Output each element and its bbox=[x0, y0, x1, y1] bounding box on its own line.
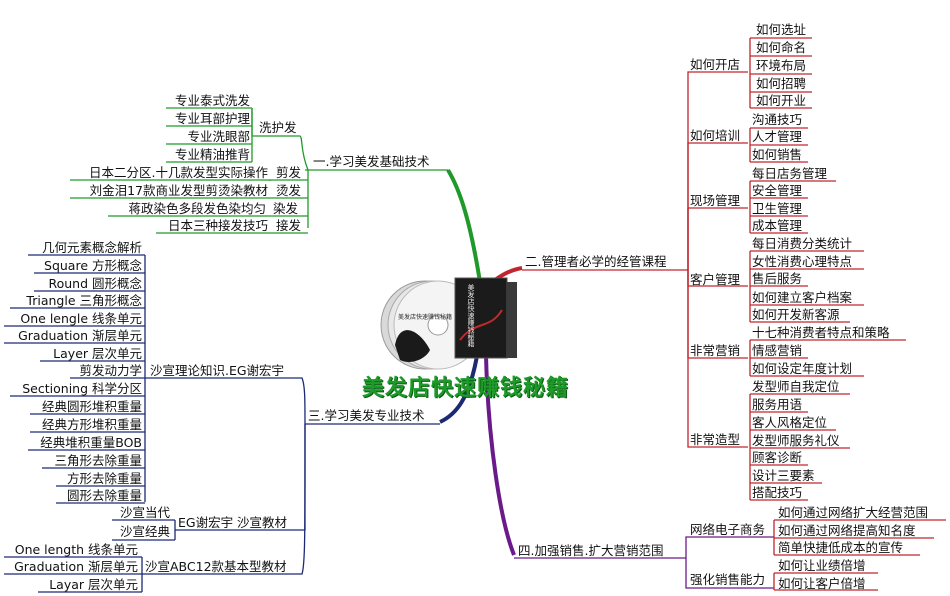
training-item[interactable]: 人才管理 bbox=[752, 129, 803, 144]
branch-connector-b4 bbox=[484, 354, 516, 556]
wash-item[interactable]: 专业耳部护理 bbox=[174, 111, 250, 126]
theory-item[interactable]: 三角形去除重量 bbox=[54, 453, 142, 468]
eg-item[interactable]: 沙宣经典 bbox=[119, 524, 170, 539]
styling-item[interactable]: 发型师服务礼仪 bbox=[752, 433, 840, 448]
customer-item[interactable]: 每日消费分类统计 bbox=[752, 236, 853, 251]
theory-item[interactable]: Square 方形概念 bbox=[44, 258, 142, 273]
topic-training[interactable]: 如何培训 bbox=[690, 128, 741, 143]
topic-perm[interactable]: 烫发 bbox=[276, 183, 302, 198]
topic-sales[interactable]: 强化销售能力 bbox=[690, 572, 766, 587]
wash-item[interactable]: 专业洗眼部 bbox=[187, 129, 250, 144]
topic-cut[interactable]: 剪发 bbox=[276, 165, 302, 180]
marketing-item[interactable]: 如何设定年度计划 bbox=[752, 361, 853, 376]
cut-item[interactable]: 日本二分区.十几款发型实际操作 bbox=[89, 165, 268, 180]
topic-styling[interactable]: 非常造型 bbox=[690, 432, 741, 447]
sales-item[interactable]: 如何让客户倍增 bbox=[778, 576, 866, 591]
theory-item[interactable]: 经典圆形堆积重量 bbox=[41, 399, 142, 414]
theory-item[interactable]: 经典方形堆积重量 bbox=[41, 417, 142, 432]
ecommerce-item[interactable]: 简单快捷低成本的宣传 bbox=[778, 540, 904, 555]
open-store-item[interactable]: 环境布局 bbox=[756, 58, 807, 73]
open-store-item[interactable]: 如何选址 bbox=[756, 22, 807, 37]
ecommerce-item[interactable]: 如何通过网络提高知名度 bbox=[778, 523, 916, 538]
styling-item[interactable]: 搭配技巧 bbox=[752, 485, 803, 500]
dye-item[interactable]: 蒋政染色多段发色染均匀 bbox=[128, 201, 266, 216]
branch-connector-b1 bbox=[446, 168, 482, 283]
open-store-item[interactable]: 如何命名 bbox=[756, 40, 807, 55]
disc-label: 美发店快速赚钱秘籍 bbox=[398, 314, 453, 321]
marketing-item[interactable]: 十七种消费者特点和策略 bbox=[752, 325, 890, 340]
topic-theory[interactable]: 沙宣理论知识.EG谢宏宇 bbox=[150, 363, 285, 378]
branch-label-b2[interactable]: 二.管理者必学的经管课程 bbox=[525, 254, 667, 269]
styling-item[interactable]: 发型师自我定位 bbox=[752, 379, 840, 394]
topic-dye[interactable]: 染发 bbox=[273, 201, 299, 216]
eg-item[interactable]: 沙宣当代 bbox=[119, 505, 170, 520]
topic-onsite[interactable]: 现场管理 bbox=[690, 193, 741, 208]
theory-item[interactable]: 剪发动力学 bbox=[79, 363, 142, 378]
topic-customer[interactable]: 客户管理 bbox=[690, 272, 741, 287]
theory-item[interactable]: Round 圆形概念 bbox=[48, 276, 142, 291]
theory-item[interactable]: 方形去除重量 bbox=[66, 471, 142, 486]
theory-item[interactable]: Sectioning 科学分区 bbox=[22, 381, 142, 396]
marketing-item[interactable]: 情感营销 bbox=[752, 343, 803, 358]
styling-item[interactable]: 客人风格定位 bbox=[752, 415, 828, 430]
topic-ecommerce[interactable]: 网络电子商务 bbox=[690, 522, 766, 537]
theory-item[interactable]: Layer 层次单元 bbox=[53, 346, 142, 361]
theory-item[interactable]: 经典堆积重量BOB bbox=[40, 435, 142, 450]
branch-label-b4[interactable]: 四.加强销售.扩大营销范围 bbox=[518, 543, 664, 558]
customer-item[interactable]: 售后服务 bbox=[752, 271, 803, 286]
theory-item[interactable]: One lengle 线条单元 bbox=[20, 311, 142, 326]
training-item[interactable]: 如何销售 bbox=[752, 147, 803, 162]
wash-item[interactable]: 专业精油推背 bbox=[174, 147, 250, 162]
onsite-item[interactable]: 卫生管理 bbox=[752, 201, 803, 216]
onsite-item[interactable]: 安全管理 bbox=[752, 183, 803, 198]
topic-wash[interactable]: 洗护发 bbox=[259, 120, 297, 135]
theory-item[interactable]: 圆形去除重量 bbox=[66, 488, 142, 503]
sales-item[interactable]: 如何让业绩倍增 bbox=[778, 558, 866, 573]
perm-item[interactable]: 刘金泪17款商业发型剪烫染教材 bbox=[89, 183, 268, 198]
open-store-item[interactable]: 如何招聘 bbox=[756, 76, 807, 91]
ext-item[interactable]: 日本三种接发技巧 bbox=[167, 218, 268, 233]
theory-item[interactable]: 几何元素概念解析 bbox=[41, 240, 142, 255]
topic-ext[interactable]: 接发 bbox=[276, 218, 302, 233]
open-store-item[interactable]: 如何开业 bbox=[756, 93, 807, 108]
styling-item[interactable]: 设计三要素 bbox=[752, 468, 815, 483]
center-title: 美发店快速赚钱秘籍 bbox=[362, 376, 570, 401]
wash-item[interactable]: 专业泰式洗发 bbox=[174, 93, 250, 108]
customer-item[interactable]: 如何建立客户档案 bbox=[752, 290, 853, 305]
abc-item[interactable]: Graduation 渐层单元 bbox=[14, 559, 138, 574]
ecommerce-item[interactable]: 如何通过网络扩大经营范围 bbox=[778, 505, 929, 520]
styling-item[interactable]: 顾客诊断 bbox=[752, 450, 803, 465]
abc-item[interactable]: One length 线条单元 bbox=[14, 542, 138, 557]
branch-label-b3[interactable]: 三.学习美发专业技术 bbox=[308, 408, 425, 423]
topic-marketing[interactable]: 非常营销 bbox=[690, 343, 741, 358]
topic-eg[interactable]: EG谢宏宇 沙宣教材 bbox=[178, 515, 288, 530]
customer-item[interactable]: 如何开发新客源 bbox=[752, 307, 840, 322]
topic-open-store[interactable]: 如何开店 bbox=[690, 57, 741, 72]
onsite-item[interactable]: 成本管理 bbox=[752, 218, 803, 233]
styling-item[interactable]: 服务用语 bbox=[752, 397, 803, 412]
topic-abc[interactable]: 沙宣ABC12款基本型教材 bbox=[145, 559, 287, 574]
center-product-graphic bbox=[380, 277, 517, 370]
theory-item[interactable]: Graduation 渐层单元 bbox=[18, 328, 142, 343]
training-item[interactable]: 沟通技巧 bbox=[752, 112, 803, 127]
onsite-item[interactable]: 每日店务管理 bbox=[752, 166, 828, 181]
abc-item[interactable]: Layar 层次单元 bbox=[49, 577, 138, 592]
branch-label-b1[interactable]: 一.学习美发基础技术 bbox=[313, 154, 430, 169]
branch-connector-b3 bbox=[439, 349, 480, 424]
theory-item[interactable]: Triangle 三角形概念 bbox=[26, 293, 142, 308]
box-cover-text: 美发店快速赚钱秘籍 bbox=[467, 284, 475, 347]
customer-item[interactable]: 女性消费心理特点 bbox=[752, 254, 853, 269]
